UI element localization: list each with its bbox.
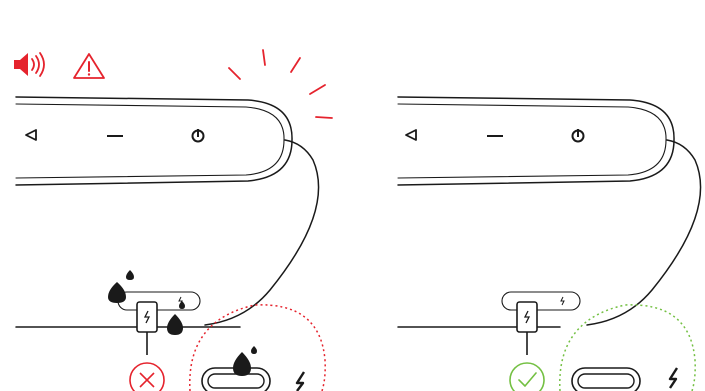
usb-c-plug	[136, 301, 158, 355]
zoom-circle-dry	[559, 304, 696, 391]
alarm-rays	[228, 49, 333, 119]
zoom-circle-wet	[189, 304, 326, 391]
lightning-bolt-icon	[143, 310, 151, 324]
usb-c-port-icon	[501, 291, 581, 311]
dry-panel	[397, 96, 702, 391]
speaker-sound-icon	[14, 52, 45, 77]
lightning-bolt-icon	[523, 310, 531, 324]
wet-panel	[14, 49, 333, 391]
check-circle-icon	[509, 362, 545, 391]
power-icon	[571, 129, 585, 143]
usb-c-plug	[516, 301, 538, 355]
play-triangle-icon	[405, 129, 417, 141]
usb-c-port-icon	[117, 291, 201, 311]
cross-circle-icon	[129, 362, 165, 391]
speaker-body	[15, 96, 320, 328]
play-triangle-icon	[25, 129, 37, 141]
speaker-body	[397, 96, 702, 328]
power-icon	[191, 129, 205, 143]
warning-triangle-icon	[73, 53, 105, 79]
water-drop-icon	[108, 270, 185, 335]
